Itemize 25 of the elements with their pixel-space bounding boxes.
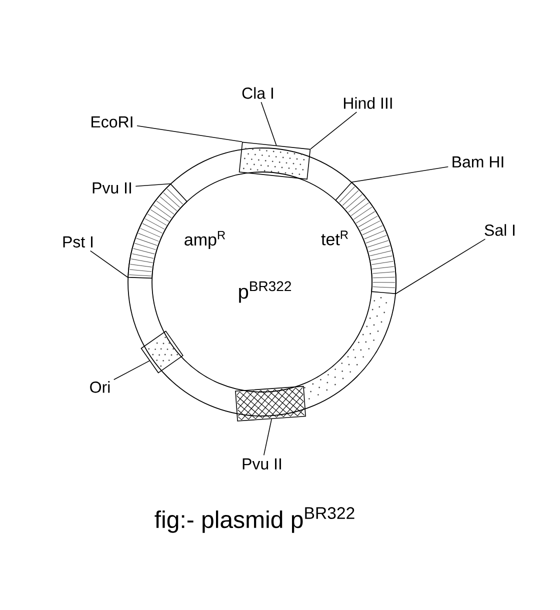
leader-line — [263, 418, 272, 456]
gene-label: tet$^{R}$ — [321, 230, 348, 246]
leader-line — [260, 102, 277, 146]
site-label: Pvu II — [242, 458, 281, 470]
leader-line — [136, 125, 242, 142]
plasmid-label: p$^{BR322}$ — [239, 281, 292, 303]
site-label: Hind III — [344, 97, 392, 109]
leader-line — [395, 238, 486, 294]
leader-line — [310, 112, 358, 150]
stippled-block — [238, 142, 311, 180]
site-label: Ori — [90, 381, 110, 393]
site-label: Pst I — [63, 236, 92, 248]
figure-caption: fig:- plasmid p$^{BR322}$ — [154, 507, 354, 533]
site-label: Bam HI — [452, 156, 504, 168]
gene-label: amp$^{R}$ — [184, 231, 226, 249]
leader-line — [90, 250, 128, 278]
leader-line — [351, 166, 449, 183]
stippled-block — [140, 330, 184, 374]
cross-hatched-block — [235, 386, 306, 422]
leader-line — [113, 360, 150, 380]
site-label: EcoRI — [92, 116, 132, 128]
site-label: Cla I — [242, 87, 273, 99]
site-label: Sal I — [484, 224, 514, 236]
leader-line — [135, 183, 171, 187]
site-label: Pvu II — [92, 182, 131, 194]
